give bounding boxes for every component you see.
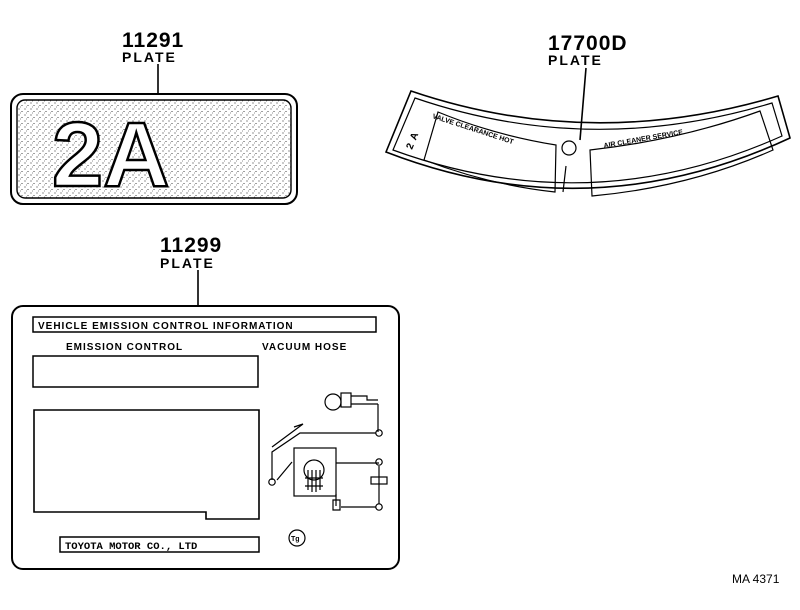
maker-box — [59, 536, 260, 553]
part-name-11291: PLATE — [122, 49, 177, 65]
toyota-logo-icon — [561, 140, 577, 156]
logo-mark-text: Tg — [291, 536, 300, 543]
vacuum-valve-icon — [324, 393, 342, 411]
plate-stippled-face — [16, 99, 292, 199]
header-box — [32, 316, 377, 333]
part-number-11299: 11299 — [160, 234, 222, 257]
part-number-11291: 11291 — [122, 29, 184, 52]
vacuum-hose-label: VACUUM HOSE — [262, 342, 347, 353]
decal-engine-code: 2 A — [405, 130, 422, 151]
check-valve-icon — [370, 476, 388, 485]
emission-control-field — [32, 355, 259, 388]
emission-control-label: EMISSION CONTROL — [66, 342, 183, 353]
part-name-11299: PLATE — [160, 255, 215, 271]
decal-divider — [562, 165, 567, 193]
emission-label-border — [11, 305, 400, 570]
vacuum-hose-diagram — [268, 392, 388, 511]
maker-text: TOYOTA MOTOR CO., LTD — [65, 541, 197, 553]
curved-decal-inner-border — [392, 97, 783, 184]
plate-11291: 11291 PLATE 2A — [10, 29, 298, 207]
air-cleaner-label: AIR CLEANER SERVICE — [603, 129, 684, 150]
valve-clearance-window — [423, 111, 557, 193]
air-cleaner-window — [589, 110, 774, 197]
figure-reference: MA 4371 — [732, 572, 780, 586]
hose-line — [271, 432, 376, 480]
plate-face-text: 2A — [52, 104, 170, 206]
valve-clearance-label: VALVE CLEARANCE HOT — [431, 113, 515, 146]
blank-info-area — [33, 409, 260, 520]
part-name-17700d: PLATE — [548, 52, 603, 68]
leader-line — [579, 67, 587, 141]
plate-outer-border — [10, 93, 298, 205]
plate-17700d: 17700D PLATE 2 A VALVE CLEARANCE HOT AIR… — [384, 32, 791, 197]
curved-decal-outline — [384, 90, 791, 190]
toyota-logo-icon — [288, 529, 306, 547]
emission-header-text: VEHICLE EMISSION CONTROL INFORMATION — [38, 321, 294, 332]
plate-11299: 11299 PLATE VEHICLE EMISSION CONTROL INF… — [11, 234, 400, 570]
part-number-17700d: 17700D — [548, 32, 628, 55]
carburetor-icon — [293, 447, 337, 497]
